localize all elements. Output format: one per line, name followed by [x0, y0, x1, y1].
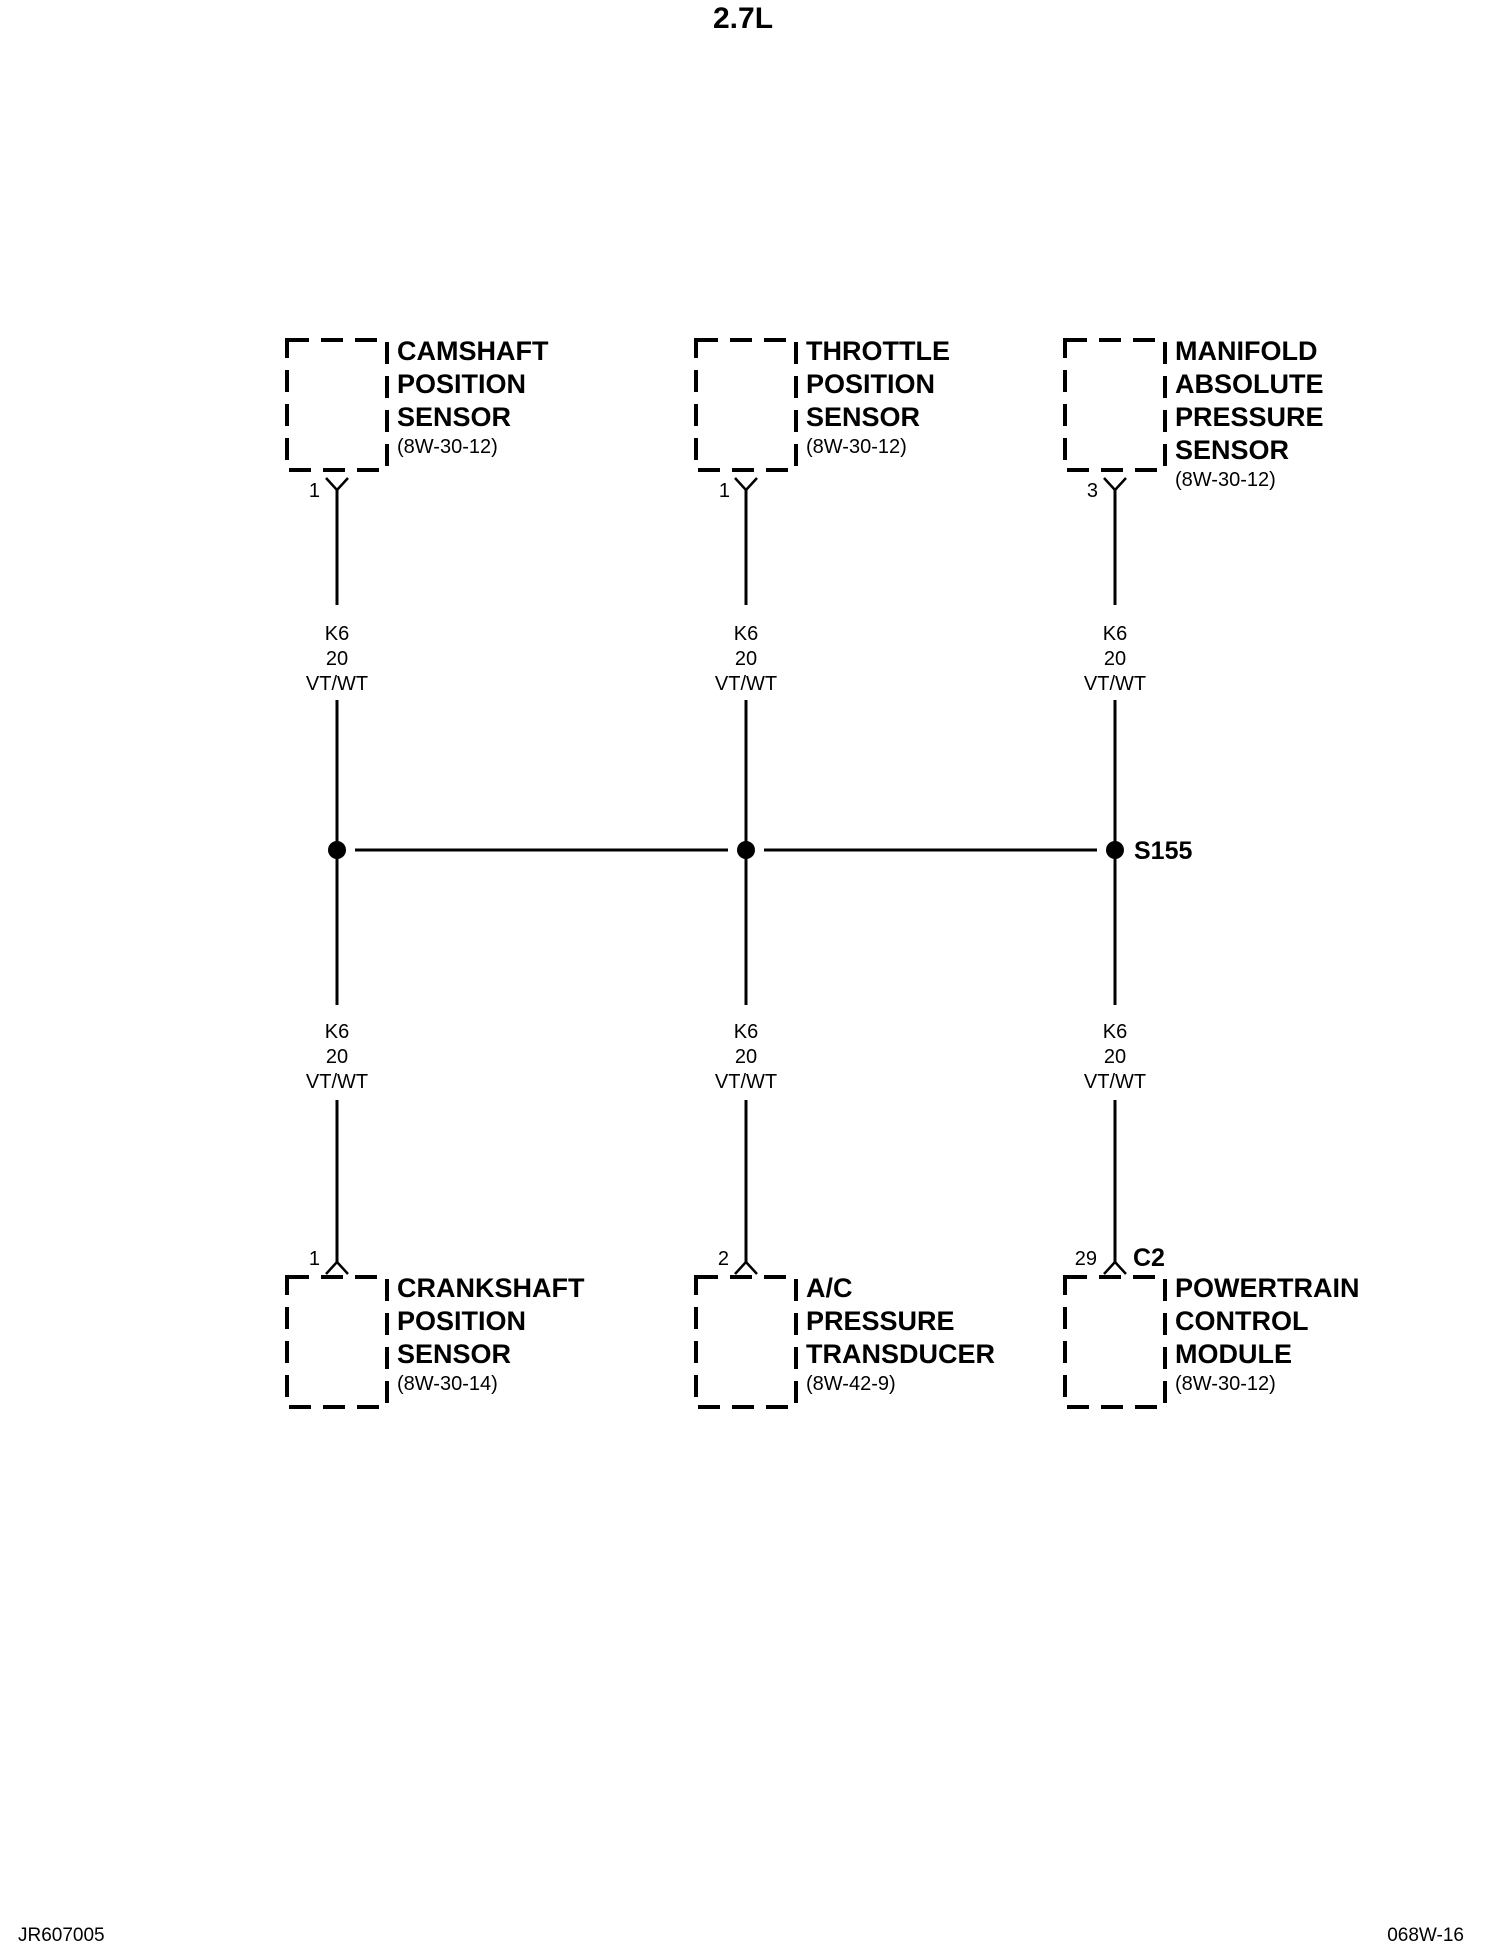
- svg-text:MODULE: MODULE: [1175, 1339, 1292, 1369]
- ac-pressure-transducer: 2 A/C PRESSURE TRANSDUCER (8W-42-9): [694, 1248, 995, 1409]
- map-terminal: [1103, 477, 1127, 492]
- throttle-sensor-ref: (8W-30-12): [806, 436, 907, 458]
- camshaft-terminal: [325, 477, 349, 492]
- camshaft-pin: 1: [309, 480, 320, 502]
- camshaft-sensor-box: [285, 338, 389, 472]
- throttle-sensor-box: [694, 338, 798, 472]
- ac-transducer-box: [694, 1275, 798, 1409]
- svg-text:CRANKSHAFT: CRANKSHAFT: [397, 1273, 585, 1303]
- svg-text:VT/WT: VT/WT: [306, 673, 368, 695]
- wire-label-pcm: K6 20 VT/WT: [1084, 1021, 1146, 1093]
- svg-text:SENSOR: SENSOR: [806, 402, 920, 432]
- pcm-connector-label: C2: [1133, 1244, 1165, 1272]
- camshaft-position-sensor: CAMSHAFT POSITION SENSOR (8W-30-12) 1: [285, 336, 549, 502]
- footer-right-code: 068W-16: [1387, 1925, 1464, 1946]
- powertrain-control-module: 29 C2 POWERTRAIN CONTROL MODULE (8W-30-1…: [1063, 1244, 1360, 1409]
- svg-text:K6: K6: [1103, 1021, 1127, 1043]
- svg-text:CAMSHAFT: CAMSHAFT: [397, 336, 549, 366]
- wire-label-camshaft: K6 20 VT/WT: [306, 623, 368, 695]
- svg-text:TRANSDUCER: TRANSDUCER: [806, 1339, 995, 1369]
- svg-text:K6: K6: [325, 623, 349, 645]
- ac-pin: 2: [718, 1248, 729, 1270]
- wire-label-crankshaft: K6 20 VT/WT: [306, 1021, 368, 1093]
- ac-terminal: [734, 1260, 758, 1275]
- crankshaft-sensor-box: [285, 1275, 389, 1409]
- diagram-title: 2.7L: [713, 2, 773, 35]
- pcm-box: [1063, 1275, 1167, 1409]
- svg-text:20: 20: [735, 1046, 757, 1068]
- camshaft-sensor-ref: (8W-30-12): [397, 436, 498, 458]
- svg-text:K6: K6: [734, 1021, 758, 1043]
- svg-text:VT/WT: VT/WT: [1084, 1071, 1146, 1093]
- wire-label-ac: K6 20 VT/WT: [715, 1021, 777, 1093]
- pcm-pin: 29: [1075, 1248, 1097, 1270]
- svg-text:PRESSURE: PRESSURE: [806, 1306, 955, 1336]
- throttle-position-sensor: THROTTLE POSITION SENSOR (8W-30-12) 1: [694, 336, 950, 502]
- svg-text:SENSOR: SENSOR: [1175, 435, 1289, 465]
- map-sensor-ref: (8W-30-12): [1175, 469, 1276, 491]
- svg-text:POSITION: POSITION: [397, 369, 526, 399]
- footer-left-code: JR607005: [18, 1925, 105, 1946]
- svg-text:A/C: A/C: [806, 1273, 853, 1303]
- map-sensor-box: [1063, 338, 1167, 472]
- wire-label-map: K6 20 VT/WT: [1084, 623, 1146, 695]
- crankshaft-position-sensor: 1 CRANKSHAFT POSITION SENSOR (8W-30-14): [285, 1248, 585, 1409]
- svg-text:VT/WT: VT/WT: [715, 673, 777, 695]
- svg-text:20: 20: [326, 1046, 348, 1068]
- svg-text:PRESSURE: PRESSURE: [1175, 402, 1324, 432]
- svg-text:20: 20: [1104, 648, 1126, 670]
- ac-transducer-ref: (8W-42-9): [806, 1373, 896, 1395]
- map-pin: 3: [1087, 480, 1098, 502]
- svg-text:20: 20: [735, 648, 757, 670]
- crankshaft-terminal: [325, 1260, 349, 1275]
- svg-text:THROTTLE: THROTTLE: [806, 336, 950, 366]
- splice-label: S155: [1134, 837, 1192, 865]
- svg-text:K6: K6: [734, 623, 758, 645]
- svg-text:CONTROL: CONTROL: [1175, 1306, 1308, 1336]
- crankshaft-pin: 1: [309, 1248, 320, 1270]
- svg-text:VT/WT: VT/WT: [715, 1071, 777, 1093]
- svg-text:POWERTRAIN: POWERTRAIN: [1175, 1273, 1360, 1303]
- pcm-ref: (8W-30-12): [1175, 1373, 1276, 1395]
- pcm-terminal: [1103, 1260, 1127, 1275]
- manifold-absolute-pressure-sensor: MANIFOLD ABSOLUTE PRESSURE SENSOR (8W-30…: [1063, 336, 1324, 502]
- crankshaft-sensor-ref: (8W-30-14): [397, 1373, 498, 1395]
- svg-text:K6: K6: [325, 1021, 349, 1043]
- svg-text:SENSOR: SENSOR: [397, 1339, 511, 1369]
- svg-text:SENSOR: SENSOR: [397, 402, 511, 432]
- throttle-terminal: [734, 477, 758, 492]
- svg-text:VT/WT: VT/WT: [306, 1071, 368, 1093]
- svg-text:VT/WT: VT/WT: [1084, 673, 1146, 695]
- svg-text:MANIFOLD: MANIFOLD: [1175, 336, 1317, 366]
- svg-text:ABSOLUTE: ABSOLUTE: [1175, 369, 1324, 399]
- throttle-pin: 1: [719, 480, 730, 502]
- svg-text:POSITION: POSITION: [397, 1306, 526, 1336]
- wire-label-throttle: K6 20 VT/WT: [715, 623, 777, 695]
- svg-text:POSITION: POSITION: [806, 369, 935, 399]
- svg-text:20: 20: [326, 648, 348, 670]
- svg-text:20: 20: [1104, 1046, 1126, 1068]
- svg-text:K6: K6: [1103, 623, 1127, 645]
